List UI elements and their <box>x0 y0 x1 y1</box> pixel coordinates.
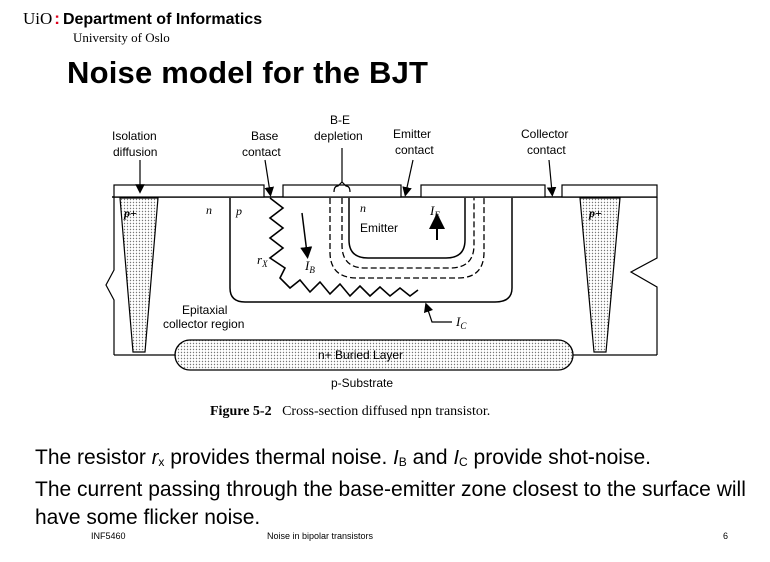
rx-symbol: r <box>151 447 159 469</box>
ic-sub: C <box>459 455 468 469</box>
ic-symbol: I <box>453 447 460 469</box>
isolation-diffusion-left <box>119 197 159 353</box>
ib-sub: B <box>398 455 407 469</box>
label-collector-contact: Collector <box>521 127 568 141</box>
label-substrate: p-Substrate <box>331 376 393 390</box>
caption-label: Figure 5-2 <box>210 404 272 419</box>
logo-colon-icon: : <box>54 9 60 28</box>
department-name: Department of Informatics <box>62 11 263 28</box>
label-n-region: n <box>206 203 212 217</box>
label-p-region: p <box>235 204 242 218</box>
footer-topic: Noise in bipolar transistors <box>267 531 374 541</box>
be-depletion-inner <box>341 198 475 269</box>
text-segment: The resistor <box>35 446 152 469</box>
text-line-2: The current passing through the base-emi… <box>35 478 746 529</box>
label-ic: IC <box>455 314 467 331</box>
contact-pad <box>561 184 658 198</box>
label-collector-contact-2: contact <box>527 143 566 157</box>
label-p-plus-left: p+ <box>123 206 137 220</box>
university-name: University of Oslo <box>73 30 170 45</box>
caption-text: Cross-section diffused npn transistor. <box>282 404 491 419</box>
label-buried-layer: n+ Buried Layer <box>318 348 403 362</box>
base-region <box>229 198 513 303</box>
figure-caption: Figure 5-2 Cross-section diffused npn tr… <box>210 404 490 420</box>
be-depletion-outer <box>329 198 485 279</box>
footer-course: INF5460 <box>91 531 126 541</box>
header: UiO:Department of Informatics <box>23 9 262 29</box>
label-n-emitter: n <box>360 201 366 215</box>
label-emitter-contact-2: contact <box>395 143 434 157</box>
footer-page-number: 6 <box>723 531 729 541</box>
right-edge <box>629 197 658 355</box>
label-base-contact: Base <box>251 129 279 143</box>
ib-symbol: I <box>393 447 399 469</box>
label-be-depletion: B-E <box>330 113 350 127</box>
text-segment: and <box>406 446 454 469</box>
label-isolation: Isolation <box>112 129 157 143</box>
label-epitaxial-2: collector region <box>163 317 244 331</box>
label-isolation-2: diffusion <box>113 145 157 159</box>
contact-pad <box>420 184 546 198</box>
contact-pad <box>113 184 265 198</box>
text-segment: provide shot-noise. <box>467 446 651 469</box>
label-rx: rX <box>257 252 268 269</box>
slide-title: Noise model for the BJT <box>67 55 429 90</box>
rx-resistor-icon <box>268 197 419 298</box>
label-base-contact-2: contact <box>242 145 281 159</box>
text-segment: provides thermal noise. <box>164 446 394 469</box>
label-emitter: Emitter <box>360 221 398 235</box>
label-epitaxial: Epitaxial <box>182 303 227 317</box>
rx-sub: x <box>158 455 165 469</box>
left-edge <box>105 197 115 355</box>
body-text: The resistor rx provides thermal noise. … <box>35 444 765 532</box>
ib-arrow <box>300 212 313 259</box>
label-ib: IB <box>304 258 315 275</box>
uio-logo: UiO <box>23 9 53 28</box>
contact-pad <box>282 184 402 198</box>
label-ie: IE <box>429 203 440 220</box>
label-emitter-contact: Emitter <box>393 127 431 141</box>
emitter-region <box>348 198 466 259</box>
ic-arrow <box>423 302 452 323</box>
label-p-plus-right: p+ <box>588 206 602 220</box>
isolation-diffusion-right <box>579 197 621 353</box>
label-be-depletion-2: depletion <box>314 129 363 143</box>
